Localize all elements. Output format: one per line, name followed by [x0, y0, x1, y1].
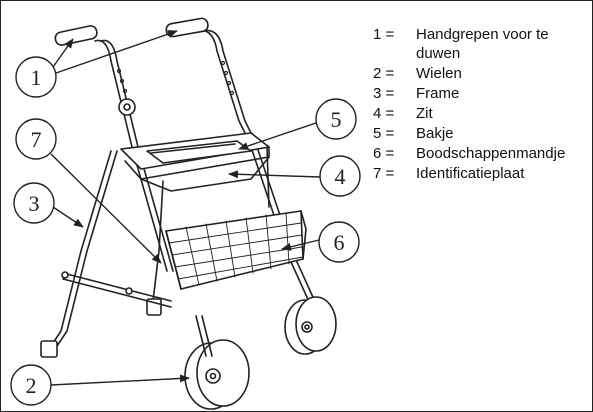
callout-label-6: 6	[334, 230, 345, 255]
legend-text: Bakje	[416, 125, 454, 142]
callouts	[10, 30, 361, 406]
callout-label-2: 2	[26, 373, 37, 398]
front-wheel	[184, 315, 250, 410]
legend-item-wheels: 2 = Wielen	[373, 64, 592, 83]
legend-key: 4 =	[373, 105, 395, 122]
front-leg	[48, 150, 112, 350]
callout-label-7: 7	[31, 127, 42, 152]
callout-circle-3	[13, 182, 55, 224]
legend-text: Wielen	[416, 65, 462, 82]
legend-key: 2 =	[373, 65, 395, 82]
legend-item-handgrips: 1 = Handgrepen voor te duwen	[373, 25, 592, 63]
rear-wheel	[284, 296, 337, 355]
legend-item-seat: 4 = Zit	[373, 104, 592, 123]
callout-circle-5	[315, 98, 357, 140]
legend-key: 6 =	[373, 145, 395, 162]
legend-key: 7 =	[373, 165, 395, 182]
callout-circle-1	[15, 56, 57, 98]
legend-text: Frame	[416, 85, 460, 102]
left-handgrip	[54, 25, 98, 46]
callout-circle-7	[15, 118, 57, 160]
legend-item-basket: 6 = Boodschappenmandje	[373, 144, 592, 163]
legend-key: 1 =	[373, 26, 395, 43]
rear-frame-tube	[94, 39, 168, 272]
legend-text: Zit	[416, 105, 433, 122]
callout-label-3: 3	[29, 191, 40, 216]
parts-legend: 1 = Handgrepen voor te duwen 2 = Wielen …	[373, 25, 592, 184]
legend-key: 3 =	[373, 85, 395, 102]
basket	[165, 210, 307, 290]
rollator-drawing	[40, 17, 337, 410]
legend-item-id-plate: 7 = Identificatieplaat	[373, 164, 592, 183]
callout-circle-4	[319, 155, 361, 197]
legend-item-tray: 5 = Bakje	[373, 124, 592, 143]
legend-item-frame: 3 = Frame	[373, 84, 592, 103]
tray	[146, 140, 252, 164]
callout-label-5: 5	[331, 107, 342, 132]
callout-circle-6	[318, 221, 360, 263]
right-handgrip	[165, 17, 209, 38]
legend-text: Boodschappenmandje	[416, 145, 566, 162]
legend-text: Identificatieplaat	[416, 165, 525, 182]
callout-label-4: 4	[335, 164, 346, 189]
legend-text: Handgrepen voor te duwen	[416, 26, 549, 62]
legend-key: 5 =	[373, 125, 395, 142]
callout-label-1: 1	[31, 65, 42, 90]
